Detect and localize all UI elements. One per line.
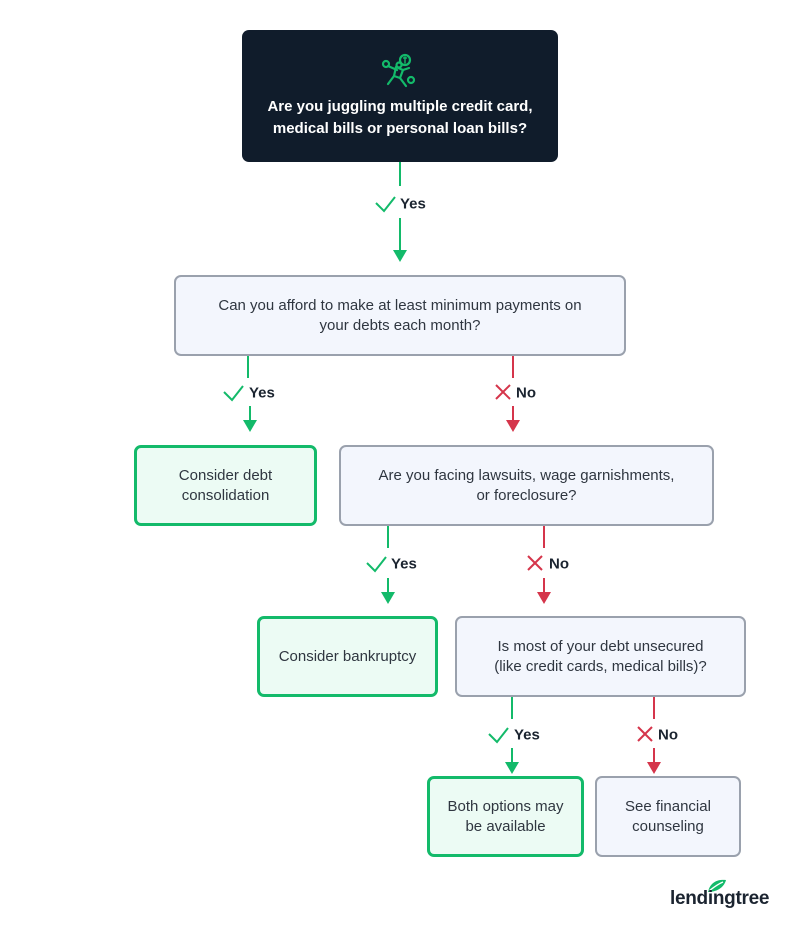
answer-financial-counseling: See financial counseling xyxy=(595,776,741,857)
top-question-line-2: medical bills or personal loan bills? xyxy=(272,120,528,137)
check-icon xyxy=(366,556,387,573)
answer-text: be available xyxy=(465,817,546,835)
leaf-icon xyxy=(708,879,726,892)
question-text: (like credit cards, medical bills)? xyxy=(494,657,707,675)
arrowhead-q2-yes xyxy=(381,592,395,604)
edge-label-yes: Yes xyxy=(514,726,540,744)
answer-text: Consider bankruptcy xyxy=(278,647,417,665)
question-text: Can you afford to make at least minimum … xyxy=(218,296,582,314)
question-unsecured-debt: Is most of your debt unsecured (like cre… xyxy=(455,616,746,697)
question-text: Is most of your debt unsecured xyxy=(497,637,704,655)
check-icon xyxy=(375,196,396,213)
edge-label-no: No xyxy=(549,555,569,573)
top-question-line-1: Are you juggling multiple credit card, xyxy=(267,98,533,115)
top-question-box: Are you juggling multiple credit card, m… xyxy=(242,30,558,162)
edge-label-yes: Yes xyxy=(400,195,426,213)
question-text: Are you facing lawsuits, wage garnishmen… xyxy=(378,466,675,484)
x-icon xyxy=(527,555,543,571)
edge-label-no: No xyxy=(516,384,536,402)
check-icon xyxy=(223,385,244,402)
arrowhead-q1-yes xyxy=(243,420,257,432)
x-icon xyxy=(637,726,653,742)
edge-label-yes: Yes xyxy=(249,384,275,402)
x-icon xyxy=(495,384,511,400)
edge-label-no: No xyxy=(658,726,678,744)
answer-bankruptcy: Consider bankruptcy xyxy=(257,616,438,697)
answer-text: Both options may xyxy=(447,797,564,815)
question-lawsuits: Are you facing lawsuits, wage garnishmen… xyxy=(339,445,714,526)
question-afford-payments: Can you afford to make at least minimum … xyxy=(174,275,626,356)
question-text: or foreclosure? xyxy=(476,486,577,504)
arrowhead-q3-yes xyxy=(505,762,519,774)
person-juggling-bills-icon xyxy=(381,53,416,88)
answer-text: counseling xyxy=(632,817,704,835)
arrowhead-q1-no xyxy=(506,420,520,432)
answer-text: See financial xyxy=(625,797,711,815)
arrowhead-q3-no xyxy=(647,762,661,774)
arrowhead-q2-no xyxy=(537,592,551,604)
edge-label-yes: Yes xyxy=(391,555,417,573)
answer-text: consolidation xyxy=(181,486,270,504)
logo-text: lendingtree xyxy=(670,888,770,909)
arrowhead-top-yes xyxy=(393,250,407,262)
check-icon xyxy=(488,727,509,744)
question-text: your debts each month? xyxy=(319,316,481,334)
answer-text: Consider debt xyxy=(178,466,273,484)
answer-debt-consolidation: Consider debt consolidation xyxy=(134,445,317,526)
answer-both-options: Both options may be available xyxy=(427,776,584,857)
